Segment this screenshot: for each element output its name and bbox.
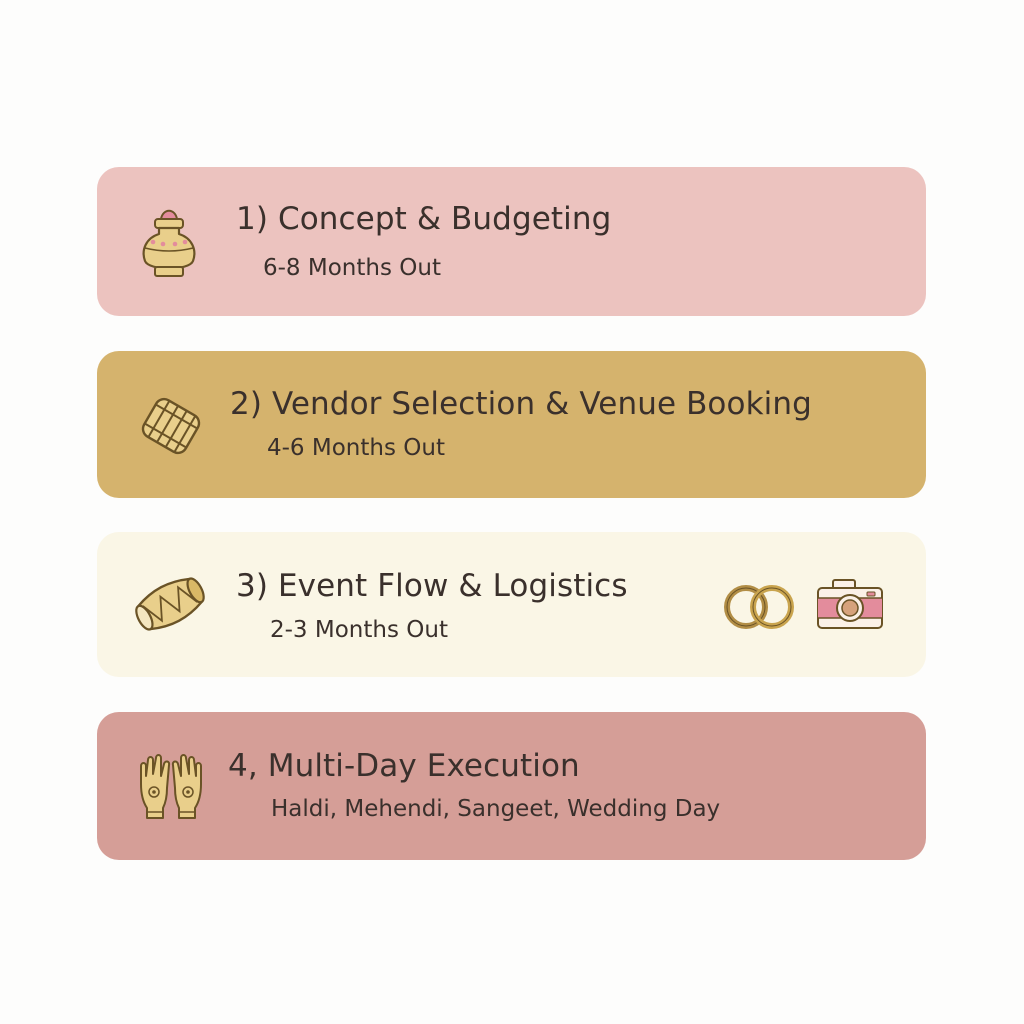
drum-icon [141, 397, 201, 455]
stage-2-title: 2) Vendor Selection & Venue Booking [230, 386, 812, 422]
stage-card-4: 4, Multi-Day Execution Haldi, Mehendi, S… [97, 712, 926, 860]
kalash-pot-icon [142, 209, 196, 277]
dholak-drum-icon [135, 577, 205, 631]
stage-3-title: 3) Event Flow & Logistics [236, 568, 628, 604]
camera-icon [817, 579, 883, 629]
stage-card-2: 2) Vendor Selection & Venue Booking 4-6 … [97, 351, 926, 498]
stage-3-timing: 2-3 Months Out [270, 617, 448, 643]
stage-card-3: 3) Event Flow & Logistics 2-3 Months Out [97, 532, 926, 677]
stage-2-timing: 4-6 Months Out [267, 435, 445, 461]
stage-card-1: 1) Concept & Budgeting 6-8 Months Out [97, 167, 926, 316]
wedding-rings-icon [724, 585, 794, 629]
stage-1-timing: 6-8 Months Out [263, 255, 441, 281]
henna-hands-icon [140, 754, 202, 819]
stage-1-title: 1) Concept & Budgeting [236, 201, 612, 237]
stage-4-title: 4, Multi-Day Execution [228, 748, 580, 784]
stage-4-timing: Haldi, Mehendi, Sangeet, Wedding Day [271, 796, 721, 822]
